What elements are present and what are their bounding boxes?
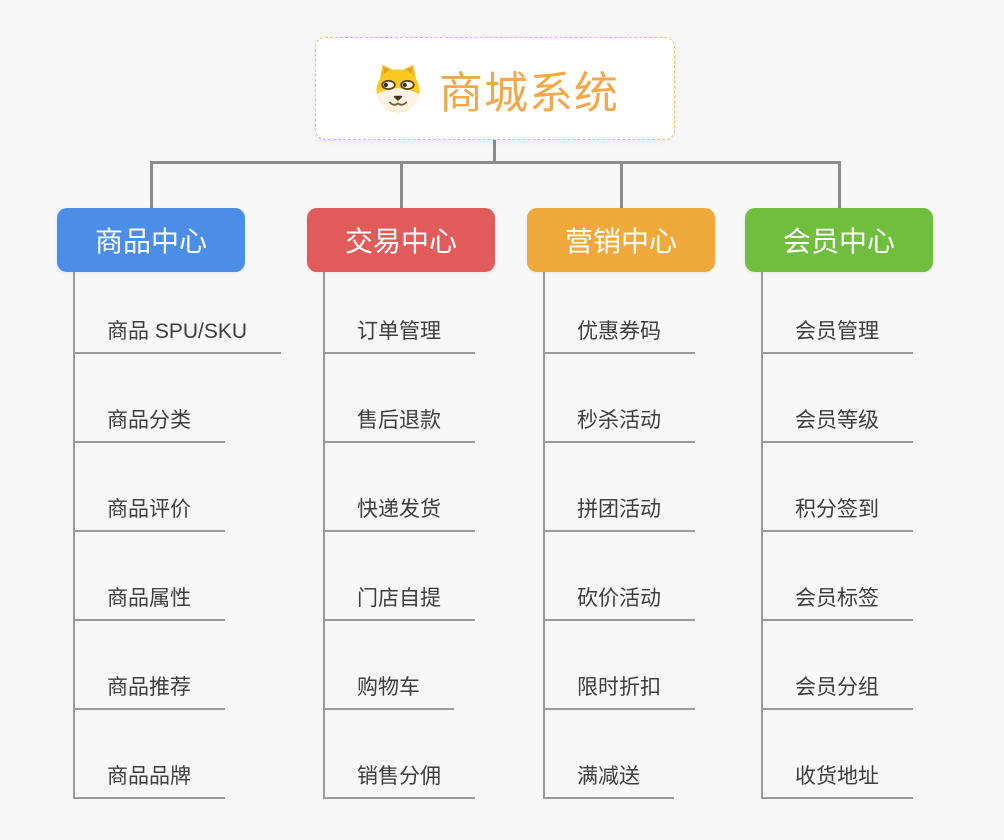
connector-line bbox=[493, 140, 496, 164]
leaf-node[interactable]: 会员分组 bbox=[761, 675, 913, 710]
branch-node-0[interactable]: 商品中心 bbox=[57, 208, 245, 272]
leaf-node[interactable]: 会员管理 bbox=[761, 319, 913, 354]
leaf-node[interactable]: 商品推荐 bbox=[73, 675, 225, 710]
leaf-node[interactable]: 商品品牌 bbox=[73, 764, 225, 799]
connector-line bbox=[323, 272, 325, 799]
leaf-node[interactable]: 优惠券码 bbox=[543, 319, 695, 354]
leaf-node[interactable]: 商品分类 bbox=[73, 408, 225, 443]
connector-line bbox=[399, 161, 403, 208]
leaf-node[interactable]: 销售分佣 bbox=[323, 764, 475, 799]
root-node[interactable]: 商城系统 bbox=[315, 37, 675, 140]
leaf-node[interactable]: 积分签到 bbox=[761, 497, 913, 532]
branch-node-2[interactable]: 营销中心 bbox=[527, 208, 715, 272]
connector-line bbox=[837, 161, 841, 208]
branch-label: 商品中心 bbox=[94, 226, 207, 257]
leaf-node[interactable]: 拼团活动 bbox=[543, 497, 695, 532]
connector-line bbox=[149, 161, 153, 208]
leaf-node[interactable]: 门店自提 bbox=[323, 586, 475, 621]
root-title: 商城系统 bbox=[439, 68, 619, 118]
leaf-node[interactable]: 会员标签 bbox=[761, 586, 913, 621]
leaf-node[interactable]: 收货地址 bbox=[761, 764, 913, 799]
leaf-node[interactable]: 会员等级 bbox=[761, 408, 913, 443]
leaf-node[interactable]: 快递发货 bbox=[323, 497, 475, 532]
leaf-node[interactable]: 砍价活动 bbox=[543, 586, 695, 621]
leaf-node[interactable]: 商品评价 bbox=[73, 497, 225, 532]
branch-node-3[interactable]: 会员中心 bbox=[745, 208, 933, 272]
leaf-node[interactable]: 满减送 bbox=[543, 764, 674, 799]
connector-line bbox=[73, 272, 75, 799]
connector-line bbox=[619, 161, 623, 208]
branch-label: 交易中心 bbox=[344, 226, 457, 257]
branch-label: 会员中心 bbox=[782, 226, 895, 257]
branch-label: 营销中心 bbox=[564, 226, 677, 257]
connector-line bbox=[149, 161, 841, 164]
leaf-node[interactable]: 购物车 bbox=[323, 675, 454, 710]
branch-node-1[interactable]: 交易中心 bbox=[307, 208, 495, 272]
leaf-node[interactable]: 订单管理 bbox=[323, 319, 475, 354]
leaf-node[interactable]: 商品属性 bbox=[73, 586, 225, 621]
connector-line bbox=[761, 272, 763, 799]
leaf-node[interactable]: 售后退款 bbox=[323, 408, 475, 443]
leaf-node[interactable]: 商品 SPU/SKU bbox=[73, 319, 282, 354]
leaf-node[interactable]: 限时折扣 bbox=[543, 675, 695, 710]
connector-line bbox=[543, 272, 545, 799]
leaf-node[interactable]: 秒杀活动 bbox=[543, 408, 695, 443]
dog-face-icon bbox=[371, 62, 425, 116]
